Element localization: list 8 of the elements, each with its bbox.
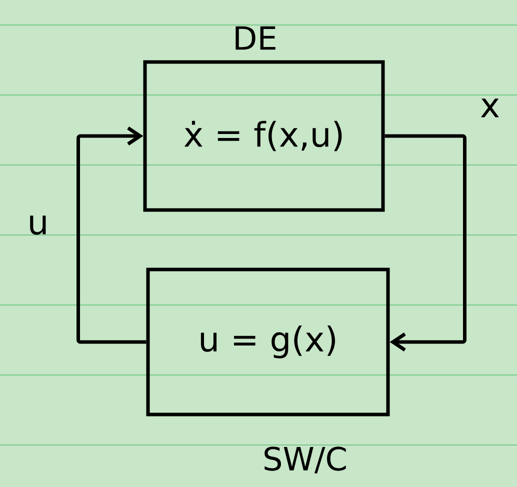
process-box: ẋ = f(x,u): [143, 60, 385, 212]
box-heading: DE: [236, 26, 276, 50]
box-heading: SW/C: [264, 446, 346, 474]
edge-label: x: [480, 98, 499, 118]
arrow: [76, 126, 146, 344]
process-box: u = g(x): [146, 268, 390, 416]
edge-label: u: [30, 215, 46, 235]
arrow: [384, 134, 466, 352]
